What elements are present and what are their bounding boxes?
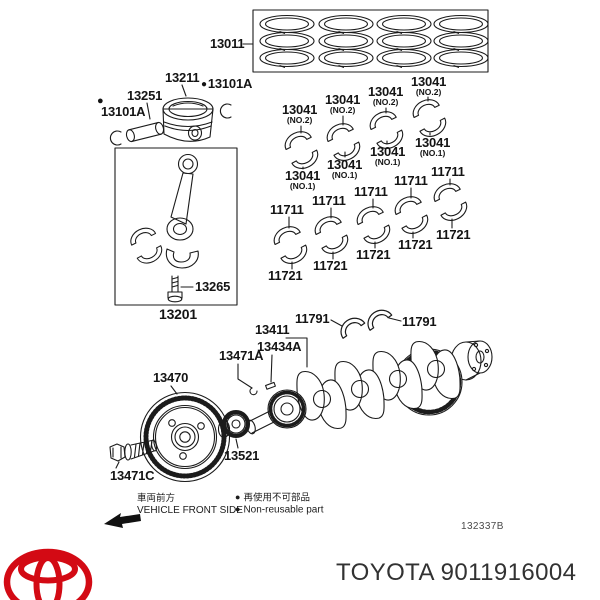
thrust-washers: [330, 304, 402, 339]
part-label-13041-3l: 13041(NO.1): [370, 144, 406, 168]
piston-pin: [125, 121, 165, 143]
legend-front-jp: 車両前方: [137, 493, 176, 504]
part-label-11791-right: 11791: [402, 314, 437, 329]
piston-leader-lines: [146, 84, 187, 120]
part-label-13041-4u: 13041(NO.2): [411, 74, 447, 98]
part-label-13521: 13521: [224, 448, 260, 463]
part-label-13201: 13201: [159, 306, 197, 322]
front-direction-arrow: [104, 513, 141, 528]
piston-rings-box: [242, 9, 489, 73]
part-label-13041-2u: 13041(NO.2): [325, 92, 361, 116]
part-label-13041-4l: 13041(NO.1): [415, 135, 451, 159]
part-label-13471C: 13471C: [110, 468, 155, 483]
legend-non-reusable: ●再使用不可部品 ●Non-reusable part: [235, 492, 323, 517]
part-label-13041-1l: 13041(NO.1): [285, 168, 321, 192]
pulley-bolt: [109, 439, 158, 469]
catalog-part-number: 9011916004: [440, 559, 577, 586]
part-label-13470: 13470: [153, 370, 189, 385]
bearings-11711-11721: [270, 178, 471, 270]
part-label-11721-5: 11721: [436, 227, 471, 242]
rod-bolt: [167, 275, 183, 303]
part-label-13211: 13211: [165, 70, 200, 85]
part-label-13101a-left: 13101A: [101, 104, 146, 119]
logo-outer-ellipse: [3, 548, 93, 600]
part-label-11711-5: 11711: [431, 164, 465, 179]
part-label-13101a-left-dot: ●: [97, 95, 104, 107]
part-label-13471A: 13471A: [219, 348, 264, 363]
logo-horizontal-ellipse: [18, 554, 78, 584]
part-label-13251: 13251: [127, 88, 163, 103]
brand-name: TOYOTA: [336, 559, 434, 586]
part-label-11711-2: 11711: [312, 193, 346, 208]
part-label-11721-3: 11721: [356, 247, 391, 262]
part-label-13411: 13411: [255, 322, 290, 337]
part-label-13041-1u: 13041(NO.2): [282, 102, 318, 126]
brand-text: TOYOTA 9011916004: [336, 559, 576, 587]
part-label-13101a-right: ●13101A: [201, 76, 253, 91]
toyota-logo: [3, 548, 93, 600]
part-label-13041-2l: 13041(NO.1): [327, 157, 363, 181]
part-label-13011: 13011: [210, 36, 245, 51]
part-label-11711-3: 11711: [354, 184, 388, 199]
piston: [162, 97, 214, 142]
legend-vehicle-front: 車両前方 VEHICLE FRONT SIDE: [137, 493, 243, 517]
bullet-icon: ●: [201, 79, 207, 90]
legend-nonreusable-jp: 再使用不可部品: [243, 492, 310, 504]
crankshaft-bearings-13041: [281, 95, 450, 173]
part-label-11721-1: 11721: [268, 268, 303, 283]
bullet-icon: ●: [235, 504, 241, 515]
part-label-11711-1: 11711: [270, 202, 304, 217]
part-label-13041-3u: 13041(NO.2): [368, 84, 404, 108]
piston-pin-snap-rings: [109, 103, 232, 146]
crank-sprocket-13521: [217, 409, 251, 449]
snap-clip: [249, 387, 258, 396]
connecting-rod-box: [114, 147, 238, 306]
legend-front-en: VEHICLE FRONT SIDE: [137, 504, 243, 516]
part-label-11791-left: 11791: [295, 311, 330, 326]
crankshaft: [237, 336, 493, 435]
part-label-13434A: 13434A: [257, 339, 302, 354]
legend-nonreusable-en: Non-reusable part: [243, 504, 324, 516]
part-label-11721-2: 11721: [313, 258, 348, 273]
part-label-11711-4: 11711: [394, 173, 428, 188]
part-label-13265: 13265: [195, 279, 231, 294]
part-label-11721-4: 11721: [398, 237, 433, 252]
crank-timing-gear: [267, 389, 307, 429]
woodruff-key: [265, 381, 276, 390]
part-label-fig-code: 132337B: [461, 521, 504, 532]
bullet-icon: ●: [235, 492, 241, 502]
